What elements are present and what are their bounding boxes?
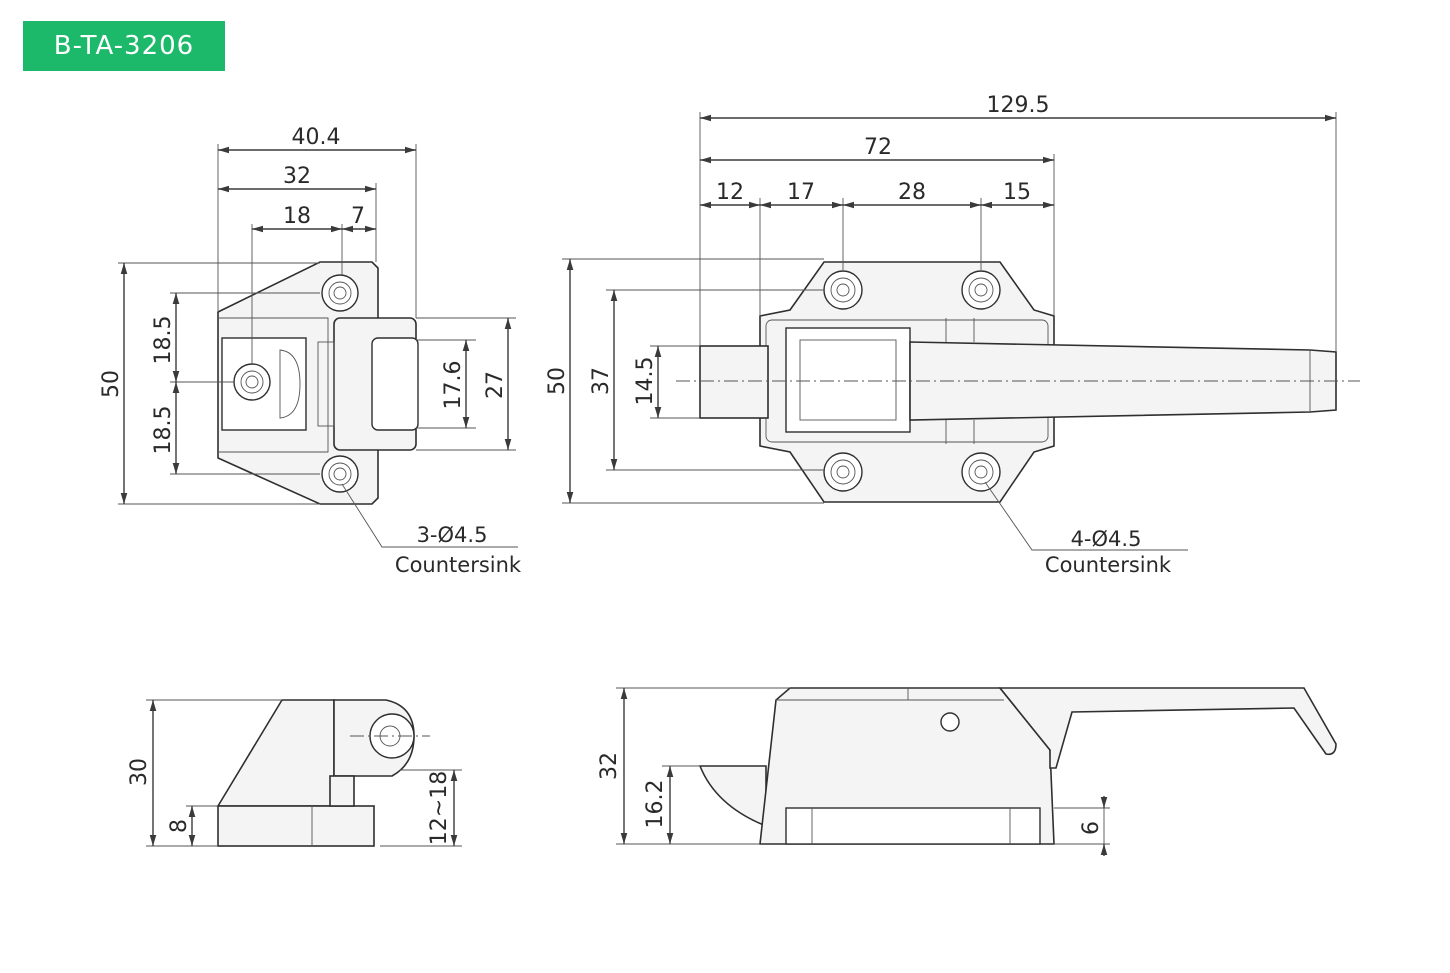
dim-strike-total-width: 40.4 [292,125,341,150]
dim-latch-seg1: 12 [716,180,744,205]
dim-strike-roller-span: 17.6 [441,361,466,410]
model-badge: B-TA-3206 [23,21,225,71]
latch-hole-top-left [823,270,863,310]
latch-body [785,327,911,433]
strike-front-view: 40.4 32 18 7 50 18.5 18.5 17.6 27 3-Ø4.5… [99,125,522,577]
dim-latch-seg2: 17 [787,180,815,205]
latch-side-bolt [698,765,767,828]
strike-hole-bottom [321,455,359,493]
dim-strike-side-height: 30 [127,758,152,786]
dim-latch-side-bolt-height: 16.2 [643,780,668,829]
latch-side-pivot [940,712,960,732]
strike-hole-middle [233,363,271,401]
dim-strike-lower-half: 18.5 [151,406,176,455]
dim-strike-upper-half: 18.5 [151,316,176,365]
dim-latch-side-base: 6 [1079,821,1104,835]
strike-roller [371,337,419,431]
dim-strike-side-base: 8 [167,819,192,833]
latch-side-base [785,807,1041,845]
strike-hole-top [321,274,359,312]
dim-strike-base-width: 32 [283,164,311,189]
latch-side-view: 32 16.2 6 [597,687,1337,856]
strike-side-base [217,805,375,847]
strike-side-view: 30 8 12~18 [127,699,462,847]
latch-side-handle [998,687,1337,769]
latch-hole-count: 4-Ø4.5 [1071,527,1142,551]
dim-latch-seg3: 28 [898,180,926,205]
strike-hole-count: 3-Ø4.5 [417,523,488,547]
latch-hole-bottom-left [823,452,863,492]
dim-latch-height: 50 [545,367,570,395]
dim-latch-hole-spacing: 37 [589,367,614,395]
latch-bolt [699,345,769,419]
latch-hole-bottom-right [961,452,1001,492]
dim-latch-overall-length: 129.5 [987,93,1050,118]
latch-hole-top-right [961,270,1001,310]
latch-hole-type: Countersink [1045,553,1172,577]
dim-latch-seg4: 15 [1003,180,1031,205]
dim-latch-body-length: 72 [864,135,892,160]
strike-side-body [216,699,335,807]
dim-latch-side-height: 32 [597,752,622,780]
dim-strike-height: 50 [99,370,124,398]
dim-strike-side-adjust: 12~18 [427,771,452,845]
strike-hole-type: Countersink [395,553,522,577]
dim-strike-roller-block: 27 [483,371,508,399]
latch-front-view: 129.5 72 12 17 28 15 50 37 14.5 4-Ø4.5 C… [545,93,1360,577]
dim-strike-edge-offset: 7 [351,204,365,229]
dim-latch-bolt-height: 14.5 [633,357,658,406]
dim-strike-hole-offset: 18 [283,204,311,229]
